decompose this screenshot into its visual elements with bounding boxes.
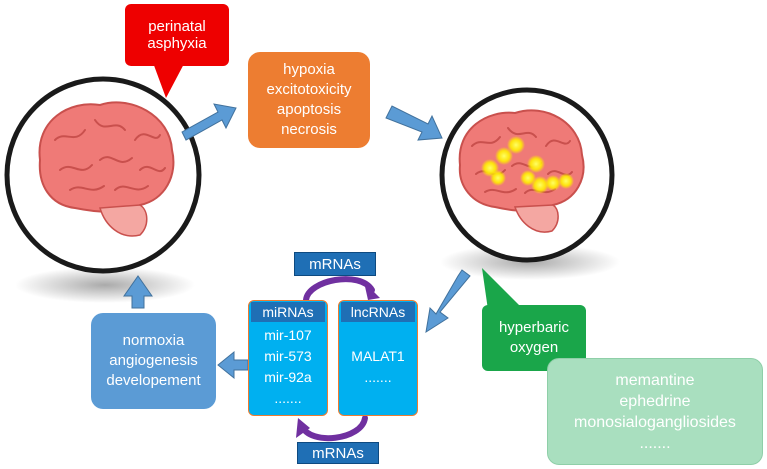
mrna-bottom-label: mRNAs (297, 442, 379, 464)
recovery-item: angiogenesis (109, 352, 198, 369)
injury-item: hypoxia (283, 61, 335, 78)
hbo-callout-tail (482, 268, 520, 310)
arrow-right-brain-to-lncrna (425, 269, 471, 334)
lncrna-item: MALAT1 (351, 348, 405, 364)
perinatal-asphyxia-callout: perinatal asphyxia (125, 4, 229, 66)
lncrna-item: ....... (364, 369, 392, 385)
mirna-item: ....... (274, 390, 302, 406)
mirna-list: mir-107 mir-573 mir-92a ....... (250, 325, 326, 413)
arrow-injury-to-right-brain (385, 105, 443, 141)
drug-item: ....... (639, 434, 671, 452)
perinatal-callout-tail (152, 60, 186, 98)
recovery-item: normoxia (122, 332, 185, 349)
mirna-header: miRNAs (251, 302, 325, 322)
callout-line-1: perinatal (148, 18, 206, 35)
drugs-box: memantine ephedrine monosialoganglioside… (547, 358, 763, 465)
recovery-item: developement (106, 372, 201, 389)
hbo-line-2: oxygen (509, 339, 559, 356)
cycle-arrow-bottom (299, 415, 368, 442)
injury-item: apoptosis (276, 101, 342, 118)
lncrna-list: MALAT1 ....... (340, 346, 416, 396)
cycle-arrow-top (303, 276, 375, 303)
injury-item: excitotoxicity (266, 81, 352, 98)
mirna-item: mir-92a (264, 369, 312, 385)
right-brain-icon (439, 87, 615, 263)
arrow-left-brain-to-injury (181, 103, 237, 141)
injury-item: necrosis (281, 121, 337, 138)
drug-item: monosialogangliosides (574, 413, 736, 431)
drug-item: ephedrine (619, 392, 691, 410)
arrow-recovery-to-left-brain (123, 275, 153, 309)
lncrna-header: lncRNAs (341, 302, 415, 322)
recovery-box: normoxia angiogenesis developement (91, 313, 216, 409)
mrna-top-label: mRNAs (294, 252, 376, 276)
cycle-arrowhead-bottom (296, 418, 310, 438)
hbo-line-1: hyperbaric (498, 319, 570, 336)
mirna-item: mir-107 (264, 327, 312, 343)
lesion-spots (481, 136, 574, 194)
drug-item: memantine (615, 371, 695, 389)
mirna-item: mir-573 (264, 348, 312, 364)
arrow-mirna-to-recovery (217, 350, 249, 380)
cycle-arrowhead-top (364, 282, 380, 300)
left-brain-icon (4, 76, 202, 274)
injury-mechanisms-box: hypoxia excitotoxicity apoptosis necrosi… (248, 52, 370, 148)
callout-line-2: asphyxia (147, 35, 207, 52)
